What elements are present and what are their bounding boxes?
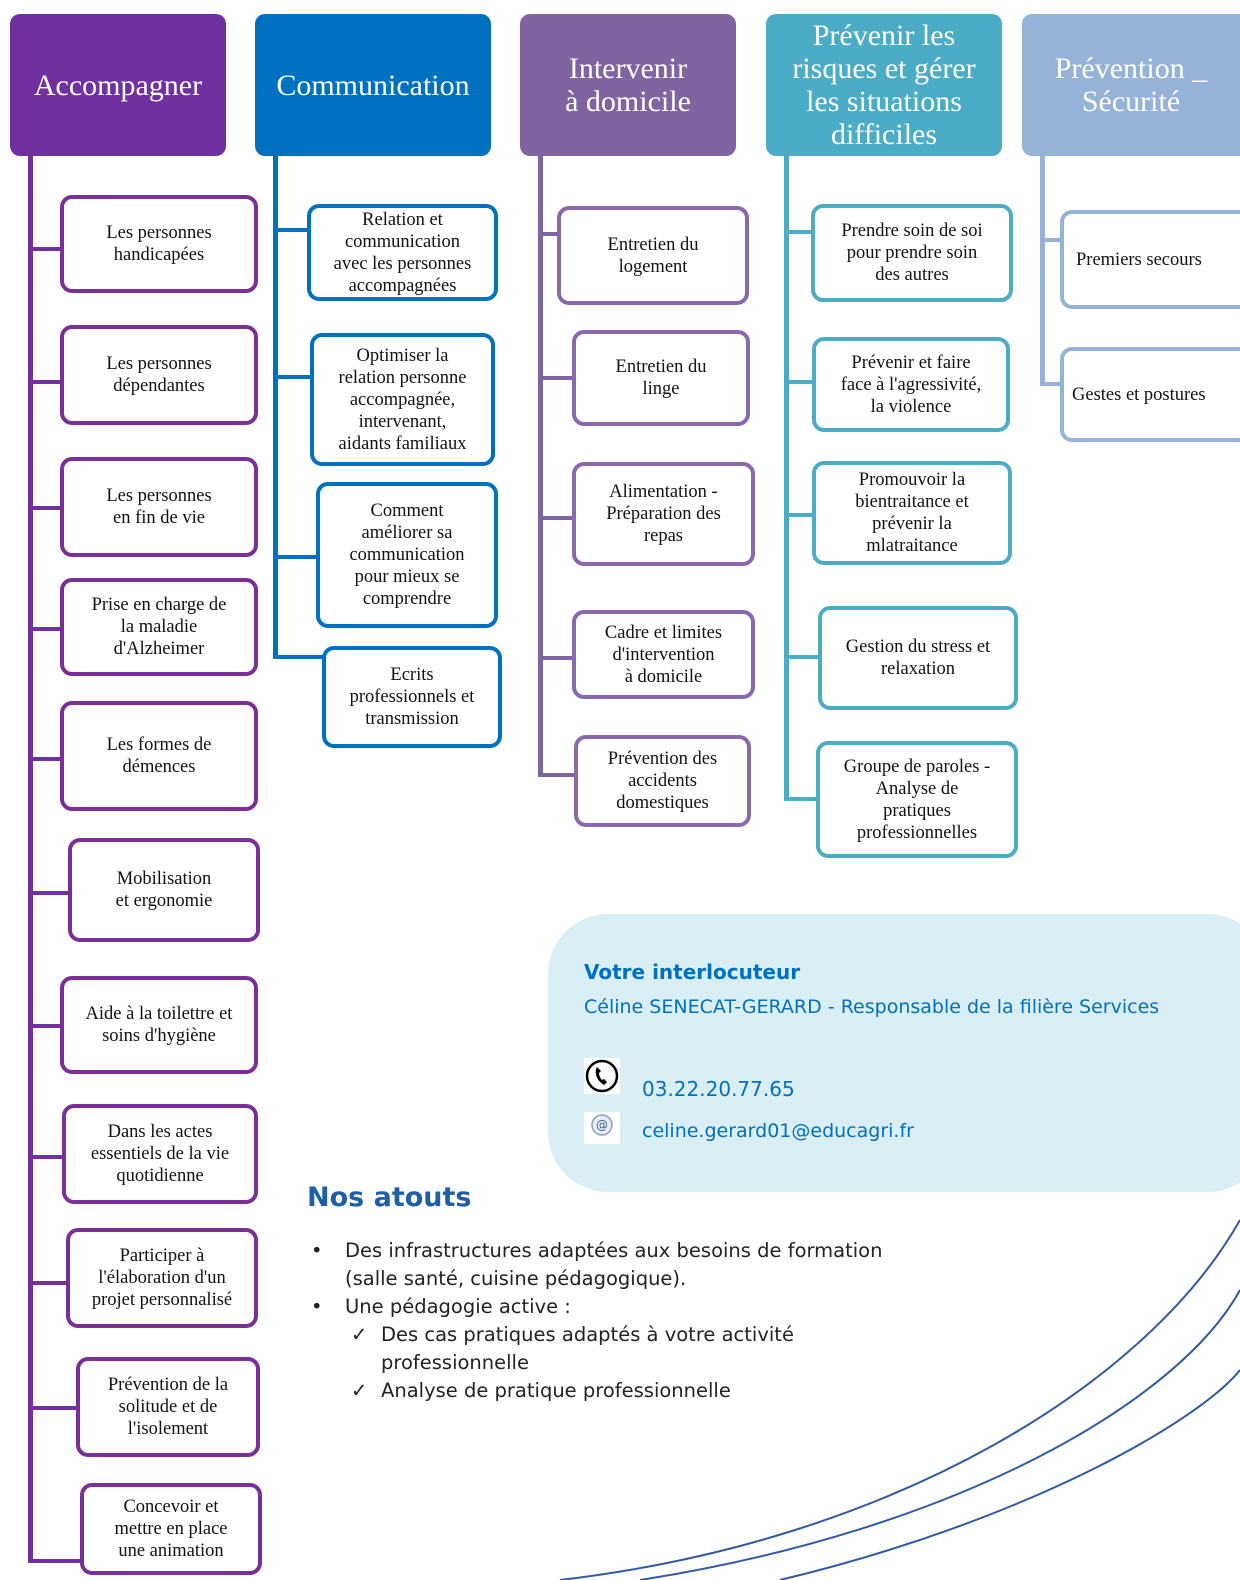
tree-branch bbox=[784, 380, 814, 384]
atouts-section: Nos atouts Des infrastructures adaptées … bbox=[307, 1182, 1007, 1405]
tree-branch bbox=[538, 656, 574, 660]
tree-line bbox=[538, 156, 543, 777]
tree-branch bbox=[28, 891, 70, 895]
list-item[interactable]: Comment améliorer sa communication pour … bbox=[316, 482, 498, 628]
tree-branch bbox=[538, 232, 560, 236]
tree-branch bbox=[28, 380, 62, 384]
list-item[interactable]: Aide à la toilettre et soins d'hygiène bbox=[60, 976, 258, 1074]
column-header-accompagner: Accompagner bbox=[10, 14, 226, 156]
phone-icon bbox=[584, 1058, 620, 1094]
tree-line bbox=[28, 156, 33, 1563]
tree-branch bbox=[538, 376, 574, 380]
list-item[interactable]: Ecrits professionnels et transmission bbox=[322, 646, 502, 748]
list-subitem: Des cas pratiques adaptés à votre activi… bbox=[307, 1321, 1007, 1349]
list-item[interactable]: Prévention des accidents domestiques bbox=[574, 735, 751, 827]
atouts-list: Des infrastructures adaptées aux besoins… bbox=[307, 1237, 1007, 1405]
tree-branch bbox=[784, 655, 820, 659]
list-item-continuation: (salle santé, cuisine pédagogique). bbox=[345, 1267, 687, 1290]
list-item[interactable]: Optimiser la relation personne accompagn… bbox=[310, 333, 495, 466]
tree-branch bbox=[273, 228, 309, 232]
tree-branch bbox=[1040, 238, 1064, 242]
list-item[interactable]: Prise en charge de la maladie d'Alzheime… bbox=[60, 578, 258, 676]
list-item[interactable]: Les personnes dépendantes bbox=[60, 325, 258, 425]
list-item[interactable]: Mobilisation et ergonomie bbox=[68, 838, 260, 942]
list-item: Une pédagogie active : bbox=[307, 1293, 1007, 1321]
tree-branch bbox=[28, 506, 62, 510]
list-item[interactable]: Entretien du linge bbox=[572, 330, 750, 426]
tree-line bbox=[784, 156, 789, 801]
list-item[interactable]: Les personnes en fin de vie bbox=[60, 457, 258, 557]
list-item[interactable]: Participer à l'élaboration d'un projet p… bbox=[66, 1228, 258, 1328]
list-item[interactable]: Cadre et limites d'intervention à domici… bbox=[572, 610, 755, 699]
column-header-prevenir-les-risques: Prévenir les risques et gérer les situat… bbox=[766, 14, 1002, 156]
list-item[interactable]: Promouvoir la bientraitance et prévenir … bbox=[812, 461, 1012, 565]
contact-email[interactable]: celine.gerard01@educagri.fr bbox=[642, 1120, 914, 1142]
list-item[interactable]: Gestes et postures bbox=[1060, 347, 1240, 442]
tree-branch bbox=[273, 555, 319, 559]
list-item[interactable]: Prendre soin de soi pour prendre soin de… bbox=[811, 204, 1013, 302]
list-item[interactable]: Les formes de démences bbox=[60, 701, 258, 811]
tree-line bbox=[1040, 156, 1045, 386]
contact-panel: Votre interlocuteur Céline SENECAT-GERAR… bbox=[548, 914, 1240, 1192]
tree-branch bbox=[28, 1024, 62, 1028]
list-item[interactable]: Prévention de la solitude et de l'isolem… bbox=[76, 1357, 260, 1457]
contact-title: Votre interlocuteur bbox=[584, 960, 801, 984]
contact-phone[interactable]: 03.22.20.77.65 bbox=[642, 1077, 795, 1101]
column-header-intervenir-a-domicile: Intervenir à domicile bbox=[520, 14, 736, 156]
email-icon: @ bbox=[584, 1112, 620, 1144]
list-item[interactable]: Concevoir et mettre en place une animati… bbox=[80, 1483, 262, 1575]
tree-branch bbox=[784, 230, 814, 234]
tree-branch bbox=[28, 1155, 64, 1159]
tree-branch bbox=[28, 247, 62, 251]
list-item: Des infrastructures adaptées aux besoins… bbox=[307, 1237, 1007, 1265]
tree-branch bbox=[28, 757, 62, 761]
tree-branch bbox=[784, 513, 814, 517]
list-subitem: Analyse de pratique professionnelle bbox=[307, 1377, 1007, 1405]
tree-branch bbox=[1040, 382, 1064, 386]
tree-line bbox=[273, 156, 278, 658]
tree-branch bbox=[273, 375, 313, 379]
atouts-title: Nos atouts bbox=[307, 1182, 472, 1213]
tree-branch bbox=[28, 1406, 78, 1410]
list-item[interactable]: Alimentation - Préparation des repas bbox=[572, 462, 755, 566]
column-header-communication: Communication bbox=[255, 14, 491, 156]
list-item[interactable]: Relation et communication avec les perso… bbox=[307, 204, 498, 301]
list-item[interactable]: Entretien du logement bbox=[557, 206, 749, 305]
list-item[interactable]: Les personnes handicapées bbox=[60, 195, 258, 293]
list-subitem-continuation: professionnelle bbox=[381, 1351, 529, 1374]
tree-branch bbox=[28, 627, 62, 631]
list-item[interactable]: Groupe de paroles - Analyse de pratiques… bbox=[816, 741, 1018, 858]
tree-branch bbox=[28, 1559, 82, 1563]
column-header-prevention-securite: Prévention _ Sécurité bbox=[1022, 14, 1240, 156]
tree-branch bbox=[28, 1281, 68, 1285]
list-item[interactable]: Prévenir et faire face à l'agressivité, … bbox=[812, 337, 1010, 432]
tree-branch bbox=[273, 655, 325, 659]
tree-branch bbox=[538, 516, 574, 520]
svg-text:@: @ bbox=[596, 1118, 608, 1132]
list-item[interactable]: Dans les actes essentiels de la vie quot… bbox=[62, 1104, 258, 1204]
list-item[interactable]: Gestion du stress et relaxation bbox=[818, 606, 1018, 710]
tree-branch bbox=[538, 773, 574, 777]
tree-branch bbox=[784, 797, 820, 801]
contact-name: Céline SENECAT-GERARD - Responsable de l… bbox=[584, 996, 1160, 1018]
list-item[interactable]: Premiers secours bbox=[1060, 210, 1240, 309]
